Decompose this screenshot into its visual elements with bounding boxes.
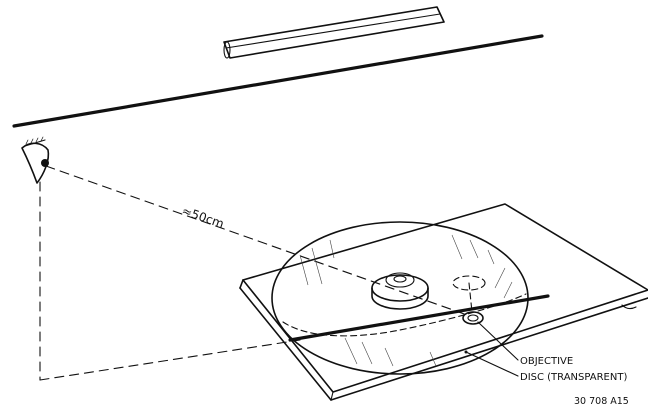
eye-icon	[21, 136, 50, 184]
leader-lines	[464, 321, 519, 377]
objective-label: OBJECTIVE	[520, 356, 573, 367]
transparent-disc	[271, 221, 529, 375]
figure-code: 30 708 A15	[574, 396, 629, 407]
sight-lines	[39, 165, 471, 381]
distance-label: ≈50cm	[180, 204, 226, 231]
objective-lens	[452, 275, 486, 325]
turntable-base	[239, 203, 648, 401]
ceiling-line	[12, 34, 544, 128]
disc-label: DISC (TRANSPARENT)	[520, 372, 627, 383]
guide-line	[288, 294, 550, 342]
lamp-tube	[223, 6, 445, 59]
centre-hub	[371, 272, 429, 310]
